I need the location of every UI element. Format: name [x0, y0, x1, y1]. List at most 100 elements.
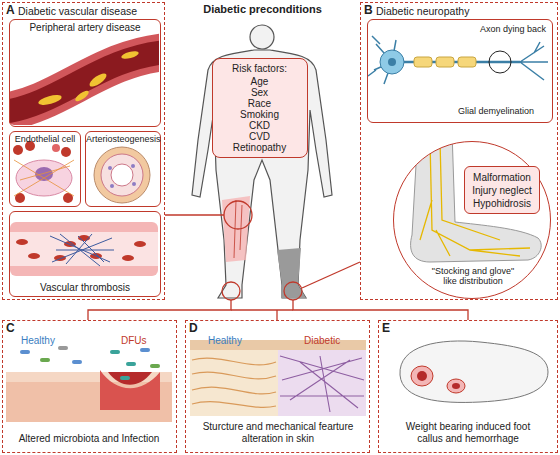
- skin-structure-illustration: [190, 340, 278, 416]
- vessel-cross-section: [94, 147, 150, 203]
- panel-letter: B: [364, 4, 376, 18]
- node-text: Axon dying back: [474, 24, 552, 34]
- skin-wound-illustration: [126, 362, 136, 366]
- skin-wound-illustration: [108, 372, 152, 385]
- panel-box: ADiabetic vascular diseasePeripheral art…: [2, 2, 165, 300]
- skin-wound-illustration: [110, 350, 120, 354]
- endothelial-illustration: [61, 147, 71, 157]
- neuron-illustration: [436, 57, 454, 67]
- vessel-cross-section: [101, 154, 143, 196]
- node-text: Peripheral artery disease: [10, 22, 160, 34]
- vessel-cross-section: [108, 166, 112, 170]
- skin-wound-illustration: [140, 348, 150, 352]
- symptom-box: Malformation Injury neglect Hypohidrosis: [464, 166, 540, 214]
- artery-illustration: [9, 50, 159, 112]
- foot-sole-illustration: [411, 366, 433, 386]
- skin-wound-illustration: [40, 358, 50, 362]
- skin-structure-illustration: [190, 340, 366, 416]
- foot-sole-illustration: [452, 383, 460, 389]
- foot-nerve-illustration: [411, 130, 542, 262]
- node-text: Risk factors:: [213, 63, 306, 75]
- panel-box: DHealthyDiabeticSturcture and mechanical…: [185, 320, 370, 453]
- node-text: Diabetic: [304, 335, 359, 347]
- leader-lines: [293, 300, 468, 320]
- node-text: "Stocking and glove" like distribution: [427, 266, 519, 287]
- neuron-illustration: [380, 50, 404, 74]
- thrombosis-illustration: [16, 239, 28, 245]
- sub-panel: Peripheral artery disease: [9, 19, 161, 127]
- neuron-illustration: [520, 42, 548, 80]
- skin-wound-illustration: [58, 346, 68, 350]
- neuron-illustration: [368, 36, 548, 84]
- leader-lines: [224, 201, 252, 229]
- panel-letter: A: [6, 4, 18, 18]
- node-text: Diabetic neuropathy: [376, 5, 546, 17]
- node-text: Altered microbiota and Infection: [3, 433, 175, 445]
- thrombosis-illustration: [50, 234, 114, 266]
- endothelial-illustration: [52, 144, 60, 152]
- thrombosis-illustration: [28, 253, 40, 259]
- artery-illustration: [9, 52, 159, 112]
- skin-wound-illustration: [72, 360, 82, 364]
- panel-letter: C: [6, 322, 18, 336]
- human-figure: [192, 50, 332, 298]
- endothelial-illustration: [14, 160, 74, 196]
- node-text: Healthy: [21, 335, 71, 347]
- node-text: Arteriosteogenesis: [86, 134, 160, 144]
- node-text: Vascular thrombosis: [10, 282, 160, 294]
- leader-lines: [165, 214, 224, 215]
- foot-sole-illustration: [447, 379, 465, 393]
- endothelial-illustration: [13, 141, 74, 203]
- leader-lines: [222, 282, 240, 300]
- artery-illustration: [74, 89, 91, 103]
- vessel-cross-section: [110, 184, 114, 188]
- panel-box: CHealthy DFUsAltered microbiota and Infec…: [2, 320, 177, 453]
- leader-lines: [88, 300, 231, 320]
- leader-lines: [276, 310, 277, 320]
- artery-illustration: [37, 93, 62, 107]
- sub-panel: Endothelial cell: [9, 131, 81, 207]
- node-text: Healthy: [208, 335, 258, 347]
- neuron-illustration: [388, 58, 396, 66]
- vessel-cross-section: [94, 147, 150, 203]
- skin-structure-illustration: [280, 356, 364, 412]
- leader-lines: [231, 309, 293, 310]
- skin-wound-illustration: [120, 376, 130, 380]
- endothelial-illustration: [13, 145, 23, 155]
- skin-wound-illustration: [6, 346, 172, 422]
- sub-panel: Vascular thrombosis: [9, 211, 161, 297]
- panel-box: BDiabetic neuropathyAxon dying backGlial…: [360, 2, 558, 300]
- skin-wound-illustration: [150, 364, 160, 368]
- artery-illustration: [9, 52, 159, 112]
- vessel-cross-section: [111, 164, 133, 186]
- node-text: Sturcture and mechanical fearture altera…: [190, 421, 366, 444]
- panel-box: EWeight bearing induced foot callus and …: [378, 320, 558, 453]
- zoom-circle: "Stocking and glove" like distribution Ma…: [393, 141, 551, 299]
- foot-nerve-illustration: [411, 130, 542, 262]
- node-text: Age Sex Race Smoking CKD CVD Retinopathy: [213, 76, 306, 153]
- foot-sole-illustration: [417, 371, 427, 381]
- foot-sole-illustration: [400, 341, 548, 402]
- vessel-cross-section: [132, 182, 136, 186]
- skin-wound-illustration: [20, 350, 30, 354]
- foot-sole-illustration: [400, 341, 548, 402]
- leader-lines: [284, 282, 302, 300]
- thrombosis-illustration: [122, 255, 134, 261]
- artery-illustration: [121, 50, 140, 60]
- neuron-illustration: [489, 51, 511, 73]
- node-text: Endothelial cell: [10, 134, 80, 144]
- neuron-illustration: [414, 57, 432, 67]
- section-heading: Diabetic preconditions: [185, 3, 340, 16]
- vessel-cross-section: [131, 164, 135, 168]
- human-figure: [250, 25, 274, 49]
- leader-lines: [302, 262, 360, 288]
- risk-box: Risk factors:Age Sex Race Smoking CKD CV…: [212, 58, 308, 158]
- node-text: Malformation Injury neglect Hypohidrosis: [466, 171, 538, 210]
- thrombosis-illustration: [10, 222, 158, 276]
- human-figure: [192, 25, 332, 298]
- node-text: DFUs: [121, 335, 161, 347]
- node-text: Weight bearing induced foot callus and h…: [401, 421, 535, 444]
- thrombosis-illustration: [10, 222, 158, 276]
- skin-structure-illustration: [278, 340, 366, 416]
